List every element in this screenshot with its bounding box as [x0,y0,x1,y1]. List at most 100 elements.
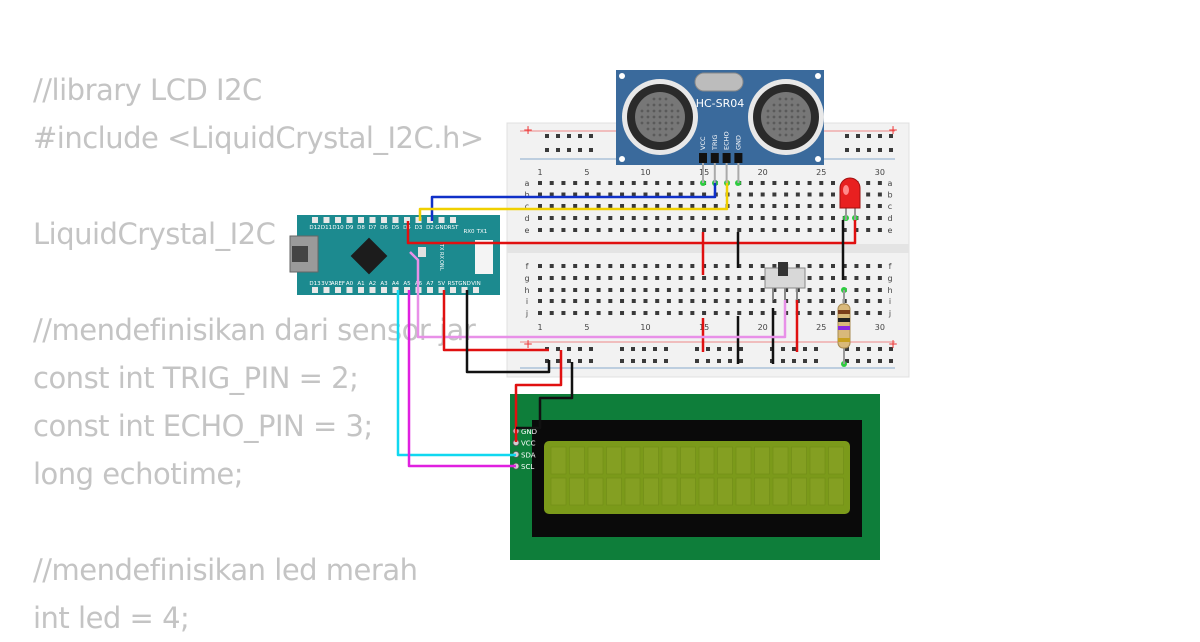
row-letter: a [888,179,893,188]
breadboard-hole [561,276,566,280]
breadboard-hole [807,204,812,208]
mesh-dot [778,97,782,101]
rail-hole [867,148,871,152]
breadboard-hole [807,181,812,185]
rail-hole [845,347,849,351]
lcd-cell [772,477,789,506]
breadboard-hole [807,311,812,315]
mesh-dot [670,121,674,125]
breadboard-hole [819,288,824,292]
arduino-pin-hole [392,287,399,293]
lcd-cell [624,477,641,506]
wire-yellow-echo [418,180,729,221]
breadboard-hole [854,276,859,280]
rail-hole [728,347,732,351]
arduino-pin-label: AREF [331,281,345,287]
mesh-dot [664,121,668,125]
rail-hole [889,359,893,363]
breadboard-hole [666,264,671,268]
rail-hole [803,347,807,351]
wire-pink-switch [409,251,787,339]
breadboard-hole [702,192,707,197]
breadboard-hole [608,276,613,280]
column-number: 10 [640,323,650,332]
arduino-pin-hole [335,217,341,223]
breadboard-hole [772,192,777,197]
breadboard-hole [584,216,589,220]
breadboard-hole [831,216,835,220]
breadboard-hole [877,288,882,292]
breadboard-hole [678,311,683,315]
breadboard-hole [807,216,812,220]
code-line: long echotime; [33,457,244,491]
rail-hole [706,347,710,351]
breadboard-hole [631,311,636,315]
lcd-cell [717,446,733,475]
rail-hole [653,359,657,363]
breadboard-hole [772,288,777,292]
breadboard-hole [643,276,648,280]
rail-hole [856,134,860,138]
breadboard-hole [538,288,542,292]
rail-hole [845,134,849,138]
arduino-pin-label: A4 [392,281,400,287]
mesh-dot [784,97,788,101]
breadboard-hole [596,204,601,208]
rail-hole [545,148,549,152]
rail-hole [620,347,624,351]
rail-hole [578,347,582,351]
breadboard-hole [608,228,613,232]
breadboard-hole [737,216,742,220]
rail-hole [878,347,882,351]
breadboard-hole [831,228,835,232]
lcd-cell [569,446,585,475]
mesh-dot [790,103,794,107]
mesh-dot [802,115,806,119]
column-number: 5 [584,168,589,177]
breadboard-hole [666,311,671,315]
rail-hole [889,148,893,152]
breadboard-hole [866,204,871,208]
breadboard-hole [678,192,683,197]
mesh-dot [784,127,788,131]
rail-hole [706,359,710,363]
breadboard-hole [620,288,625,292]
breadboard-hole [608,299,613,303]
breadboard-hole [690,192,695,197]
breadboard-hole [737,192,742,197]
mesh-dot [646,115,650,119]
breadboard-hole [784,204,789,208]
breadboard-hole [620,181,625,185]
breadboard-hole [666,276,671,280]
rail-hole [578,359,582,363]
rail-hole [578,134,582,138]
breadboard-hole [666,288,671,292]
mesh-dot [676,121,680,125]
breadboard-hole [620,216,625,220]
row-letter: e [525,226,530,235]
code-line: //mendefinisikan led merah [33,553,418,587]
rail-hole [664,359,668,363]
mesh-dot [784,115,788,119]
lcd-cell [809,477,826,506]
breadboard-hole [573,311,578,315]
breadboard-hole [643,299,648,303]
mesh-dot [784,133,788,137]
breadboard-hole [631,264,636,268]
arduino-pin-hole [312,287,318,293]
breadboard-hole [678,204,683,208]
breadboard-hole [877,299,882,303]
breadboard-hole [772,204,777,208]
mesh-dot [796,121,800,125]
mesh-dot [772,115,776,119]
breadboard-hole [866,276,871,280]
transducer-mesh [640,97,806,137]
mesh-dot [772,127,776,131]
breadboard-hole [549,276,554,280]
breadboard-hole [643,181,648,185]
arduino-pin-label: D9 [346,225,354,231]
breadboard-hole [819,192,824,197]
